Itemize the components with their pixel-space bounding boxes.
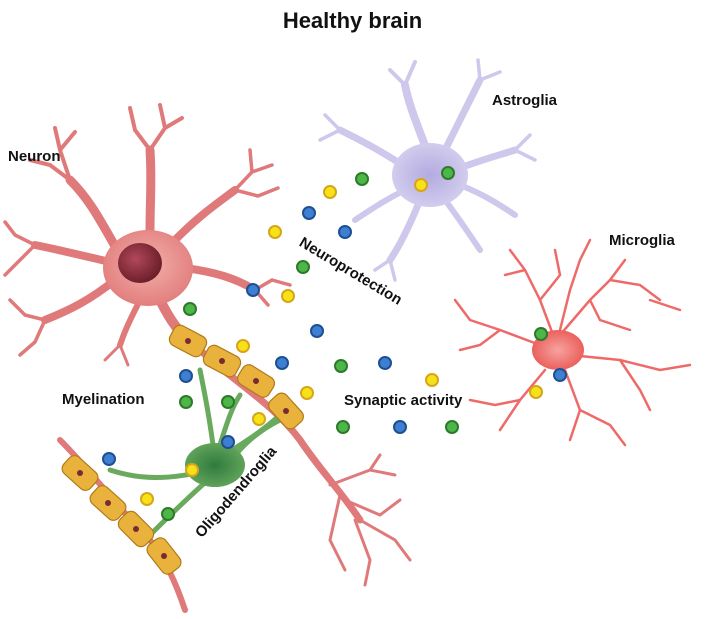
signal-molecule-dots — [102, 166, 567, 521]
microglia-cell — [453, 238, 692, 447]
neuron-label: Neuron — [8, 148, 61, 165]
myelination-label: Myelination — [62, 391, 145, 408]
astroglia-label: Astroglia — [492, 92, 558, 109]
synaptic-activity-label: Synaptic activity — [344, 392, 463, 409]
page-title: Healthy brain — [282, 8, 423, 33]
astroglia-cell — [318, 58, 537, 282]
microglia-label: Microglia — [609, 232, 675, 249]
